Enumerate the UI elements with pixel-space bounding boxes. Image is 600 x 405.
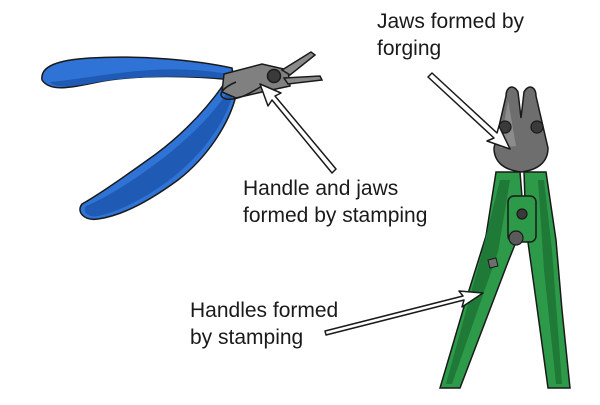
arrow-to-stamped-pliers [259, 83, 337, 174]
label-jaws-forging-line1: Jaws formed by [377, 10, 525, 33]
arrow-to-forged-jaws [427, 72, 511, 150]
callout-arrows [259, 72, 511, 336]
label-jaws-formed-by-forging: Jaws formed by forging [377, 8, 524, 62]
label-stamping-jaws-line2: formed by stamping [243, 204, 428, 227]
label-jaws-forging-line2: forging [377, 37, 442, 60]
bolt-cutter-side-pin [487, 257, 499, 269]
pliers-pivot-rivet [266, 68, 282, 84]
bolt-cutter-icon [438, 86, 571, 389]
label-stamping-jaws-line1: Handle and jaws [243, 177, 399, 200]
arrow-to-stamped-handles [324, 290, 484, 336]
label-handles-stamping-line1: Handles formed [190, 299, 339, 322]
label-handles-formed-by-stamping: Handles formed by stamping [190, 297, 338, 351]
pliers-spring [220, 81, 263, 101]
label-handle-and-jaws-formed-by-stamping: Handle and jaws formed by stamping [243, 175, 427, 229]
bolt-cutter-left-handle-edge [446, 180, 510, 384]
diagonal-cutting-pliers-icon [41, 51, 324, 221]
pliers-upper-jaw [280, 51, 317, 76]
pliers-lower-handle-shadow [84, 88, 235, 217]
pliers-upper-handle-shadow [50, 69, 233, 87]
label-handles-stamping-line2: by stamping [190, 326, 304, 349]
pliers-lower-jaw [282, 75, 324, 85]
bolt-cutter-jaw-bolt-right [530, 120, 544, 134]
bolt-cutter-right-handle-edge [538, 180, 562, 384]
pliers-lower-handle [79, 83, 239, 221]
bolt-cutter-lower-pivot [508, 230, 524, 246]
bolt-cutter-upper-pivot [516, 208, 528, 220]
